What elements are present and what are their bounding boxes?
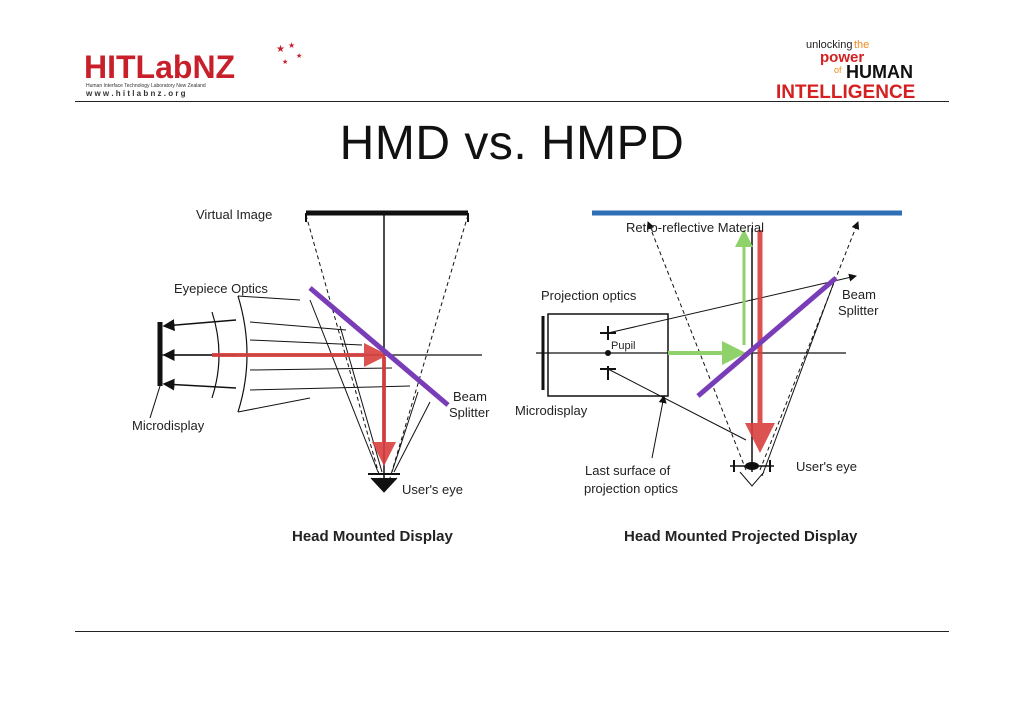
- hmpd-pupil-dot: [605, 350, 611, 356]
- hmpd-dashed-ray-right: [759, 221, 860, 471]
- hmd-label-eyepiece-optics: Eyepiece Optics: [174, 281, 268, 296]
- hmpd-label-retro-reflective: Retro-reflective Material: [626, 220, 764, 235]
- hitlabnz-logo-name: HITLabNZ: [84, 49, 235, 85]
- hmd-dashed-ray-right: [389, 214, 469, 479]
- hmpd-eye-icon: [739, 471, 765, 487]
- svg-text:★: ★: [296, 52, 302, 60]
- hmd-ray-1: [162, 319, 237, 332]
- hitlabnz-logo-url: w w w . h i t l a b n z . o r g: [85, 89, 186, 98]
- hmd-microdisplay-pointer: [149, 385, 161, 419]
- hmpd-label-projection-optics: Projection optics: [541, 288, 637, 303]
- logo-word-power: power: [820, 49, 864, 66]
- stars-icon: ★ ★ ★ ★: [276, 41, 302, 66]
- hmd-ray-4: [249, 321, 347, 331]
- hmd-converge-1: [309, 299, 379, 473]
- hmpd-ray-lower: [607, 368, 747, 441]
- logo-word-the: the: [854, 39, 869, 51]
- hmpd-label-splitter: Splitter: [838, 303, 879, 318]
- header-divider: [75, 101, 949, 102]
- hmpd-dashed-ray-left: [646, 221, 747, 471]
- hmpd-ray-upper: [607, 273, 857, 334]
- hmpd-caption: Head Mounted Projected Display: [624, 528, 858, 545]
- hmpd-diagram: Retro-reflective Material Projection opt…: [515, 210, 902, 496]
- svg-text:★: ★: [288, 41, 295, 50]
- hmpd-label-last-surface-2: projection optics: [584, 481, 678, 496]
- hmd-label-microdisplay: Microdisplay: [132, 418, 205, 433]
- svg-text:★: ★: [282, 58, 288, 66]
- hmd-converge-2: [339, 325, 383, 473]
- hmpd-label-pupil: Pupil: [611, 340, 635, 352]
- hmpd-last-surface-pointer: [651, 395, 667, 459]
- hmd-label-beam: Beam: [453, 389, 487, 404]
- hmd-beam-splitter: [308, 286, 450, 407]
- human-intelligence-logo: unlocking the power of HUMAN INTELLIGENC…: [776, 39, 915, 102]
- footer-divider: [75, 631, 949, 632]
- hmd-converge-3: [391, 391, 419, 473]
- hmd-ray-3: [162, 378, 237, 391]
- hmd-caption: Head Mounted Display: [292, 528, 453, 545]
- logo-word-unlocking: unlocking: [806, 39, 852, 51]
- hmd-label-users-eye: User's eye: [402, 482, 463, 497]
- hmpd-label-last-surface-1: Last surface of: [585, 463, 671, 478]
- hmd-label-virtual-image: Virtual Image: [196, 207, 272, 222]
- svg-text:★: ★: [276, 44, 285, 55]
- hmd-eye-icon: [370, 477, 398, 493]
- hitlabnz-logo-subtitle: Human Interface Technology Laboratory Ne…: [86, 83, 206, 89]
- hmd-dashed-ray-left: [305, 214, 381, 479]
- hmd-lens-top-edge: [237, 295, 301, 301]
- hmd-lens-bottom-edge: [237, 397, 311, 413]
- hmpd-label-microdisplay: Microdisplay: [515, 403, 588, 418]
- logo-word-intelligence: INTELLIGENCE: [776, 82, 915, 102]
- hmpd-label-users-eye: User's eye: [796, 459, 857, 474]
- hitlabnz-logo: HITLabNZ Human Interface Technology Labo…: [84, 41, 302, 98]
- hmpd-label-beam: Beam: [842, 287, 876, 302]
- hmpd-beam-splitter: [696, 276, 838, 398]
- logo-word-of: of: [834, 65, 842, 75]
- hmd-ray-6: [249, 367, 393, 371]
- hmd-converge-4: [393, 401, 431, 473]
- logo-word-human: HUMAN: [846, 62, 913, 82]
- hmd-label-splitter: Splitter: [449, 405, 490, 420]
- slide-title: HMD vs. HMPD: [339, 117, 685, 170]
- hmd-ray-5: [249, 339, 363, 346]
- hmd-diagram: Virtual Image Eyepiece Optics Microdispl…: [132, 207, 490, 497]
